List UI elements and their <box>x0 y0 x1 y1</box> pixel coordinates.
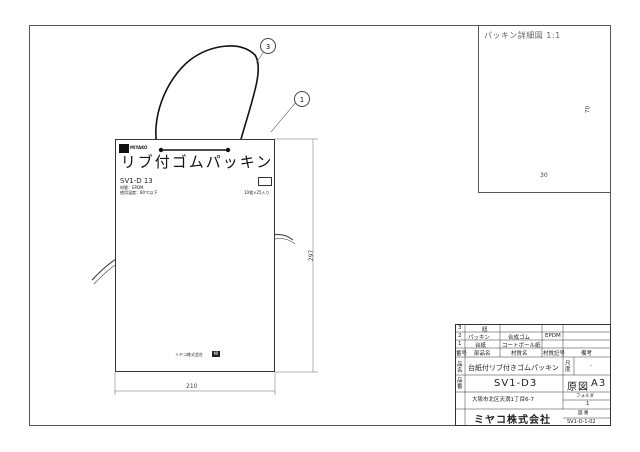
original-label: 原図 <box>567 382 589 393</box>
bom-header-code: 材質記号 <box>543 351 566 357</box>
drawing-number: SV1-D-1-02 <box>567 419 596 425</box>
scale-label: 尺度 <box>565 361 571 373</box>
bom-header-no: 番号 <box>456 351 468 357</box>
detail-view-frame <box>478 25 611 193</box>
callout-string: 3 <box>260 38 276 54</box>
part-number: SV1-D3 <box>494 378 538 389</box>
callout-card: 1 <box>294 91 310 107</box>
quantity-text: 10枚×25入り <box>244 190 270 195</box>
scale-value: - <box>590 363 592 369</box>
bom-row-1-material: コートボール紙 <box>502 343 541 349</box>
bom-row-2-no: 2 <box>458 333 462 339</box>
brand-logo-icon <box>119 144 129 153</box>
drawing-no-label: 図 番 <box>578 411 589 416</box>
product-code: SV1-D 13 <box>120 177 153 185</box>
maker-text: ミヤコ株式会社 <box>175 352 203 357</box>
detail-width-dim: 30 <box>540 172 548 179</box>
folder-value: 1 <box>586 401 590 407</box>
bom-row-2-name: パッキン <box>468 335 490 341</box>
string-loop <box>155 45 259 151</box>
title-block <box>455 324 611 426</box>
part-label: 品番 <box>457 378 463 390</box>
company-name: ミヤコ株式会社 <box>474 415 551 426</box>
folder-label: フォルダ <box>576 394 594 399</box>
label-box <box>258 177 272 186</box>
backing-card <box>115 139 275 372</box>
name-label: 品名 <box>457 362 463 374</box>
bom-row-1-name: 台紙 <box>475 343 487 349</box>
maker-badge: MI <box>212 351 220 357</box>
original-size: A3 <box>591 378 607 389</box>
bom-header-material: 材質名 <box>511 351 528 357</box>
bom-row-1-no: 1 <box>458 341 462 347</box>
material-text: 材質：EPDM <box>120 185 144 190</box>
company-address: 大阪市北区天満1丁目6-7 <box>472 397 534 403</box>
detail-view-title: パッキン詳細図 1:1 <box>484 31 561 40</box>
card-width-dim: 210 <box>186 383 198 390</box>
card-height-dim: 297 <box>308 249 316 262</box>
brand-logo-text: MIYAKO <box>130 145 148 150</box>
bom-row-2-code: EPDM <box>545 333 561 339</box>
card-title: リブ付ゴムパッキン <box>120 153 274 171</box>
bom-row-3-name: 紐 <box>482 327 488 333</box>
bom-header-part: 部品名 <box>474 351 491 357</box>
bom-row-3-no: 3 <box>458 325 462 331</box>
title-block-grid <box>455 324 611 426</box>
product-name: 台紙付リブ付きゴムパッキン <box>468 364 559 372</box>
temperature-text: 使用温度：80℃以下 <box>120 190 158 195</box>
bom-row-2-material: 合成ゴム <box>508 335 531 341</box>
bom-header-note: 備考 <box>581 351 593 357</box>
drawing-frame <box>29 25 611 426</box>
